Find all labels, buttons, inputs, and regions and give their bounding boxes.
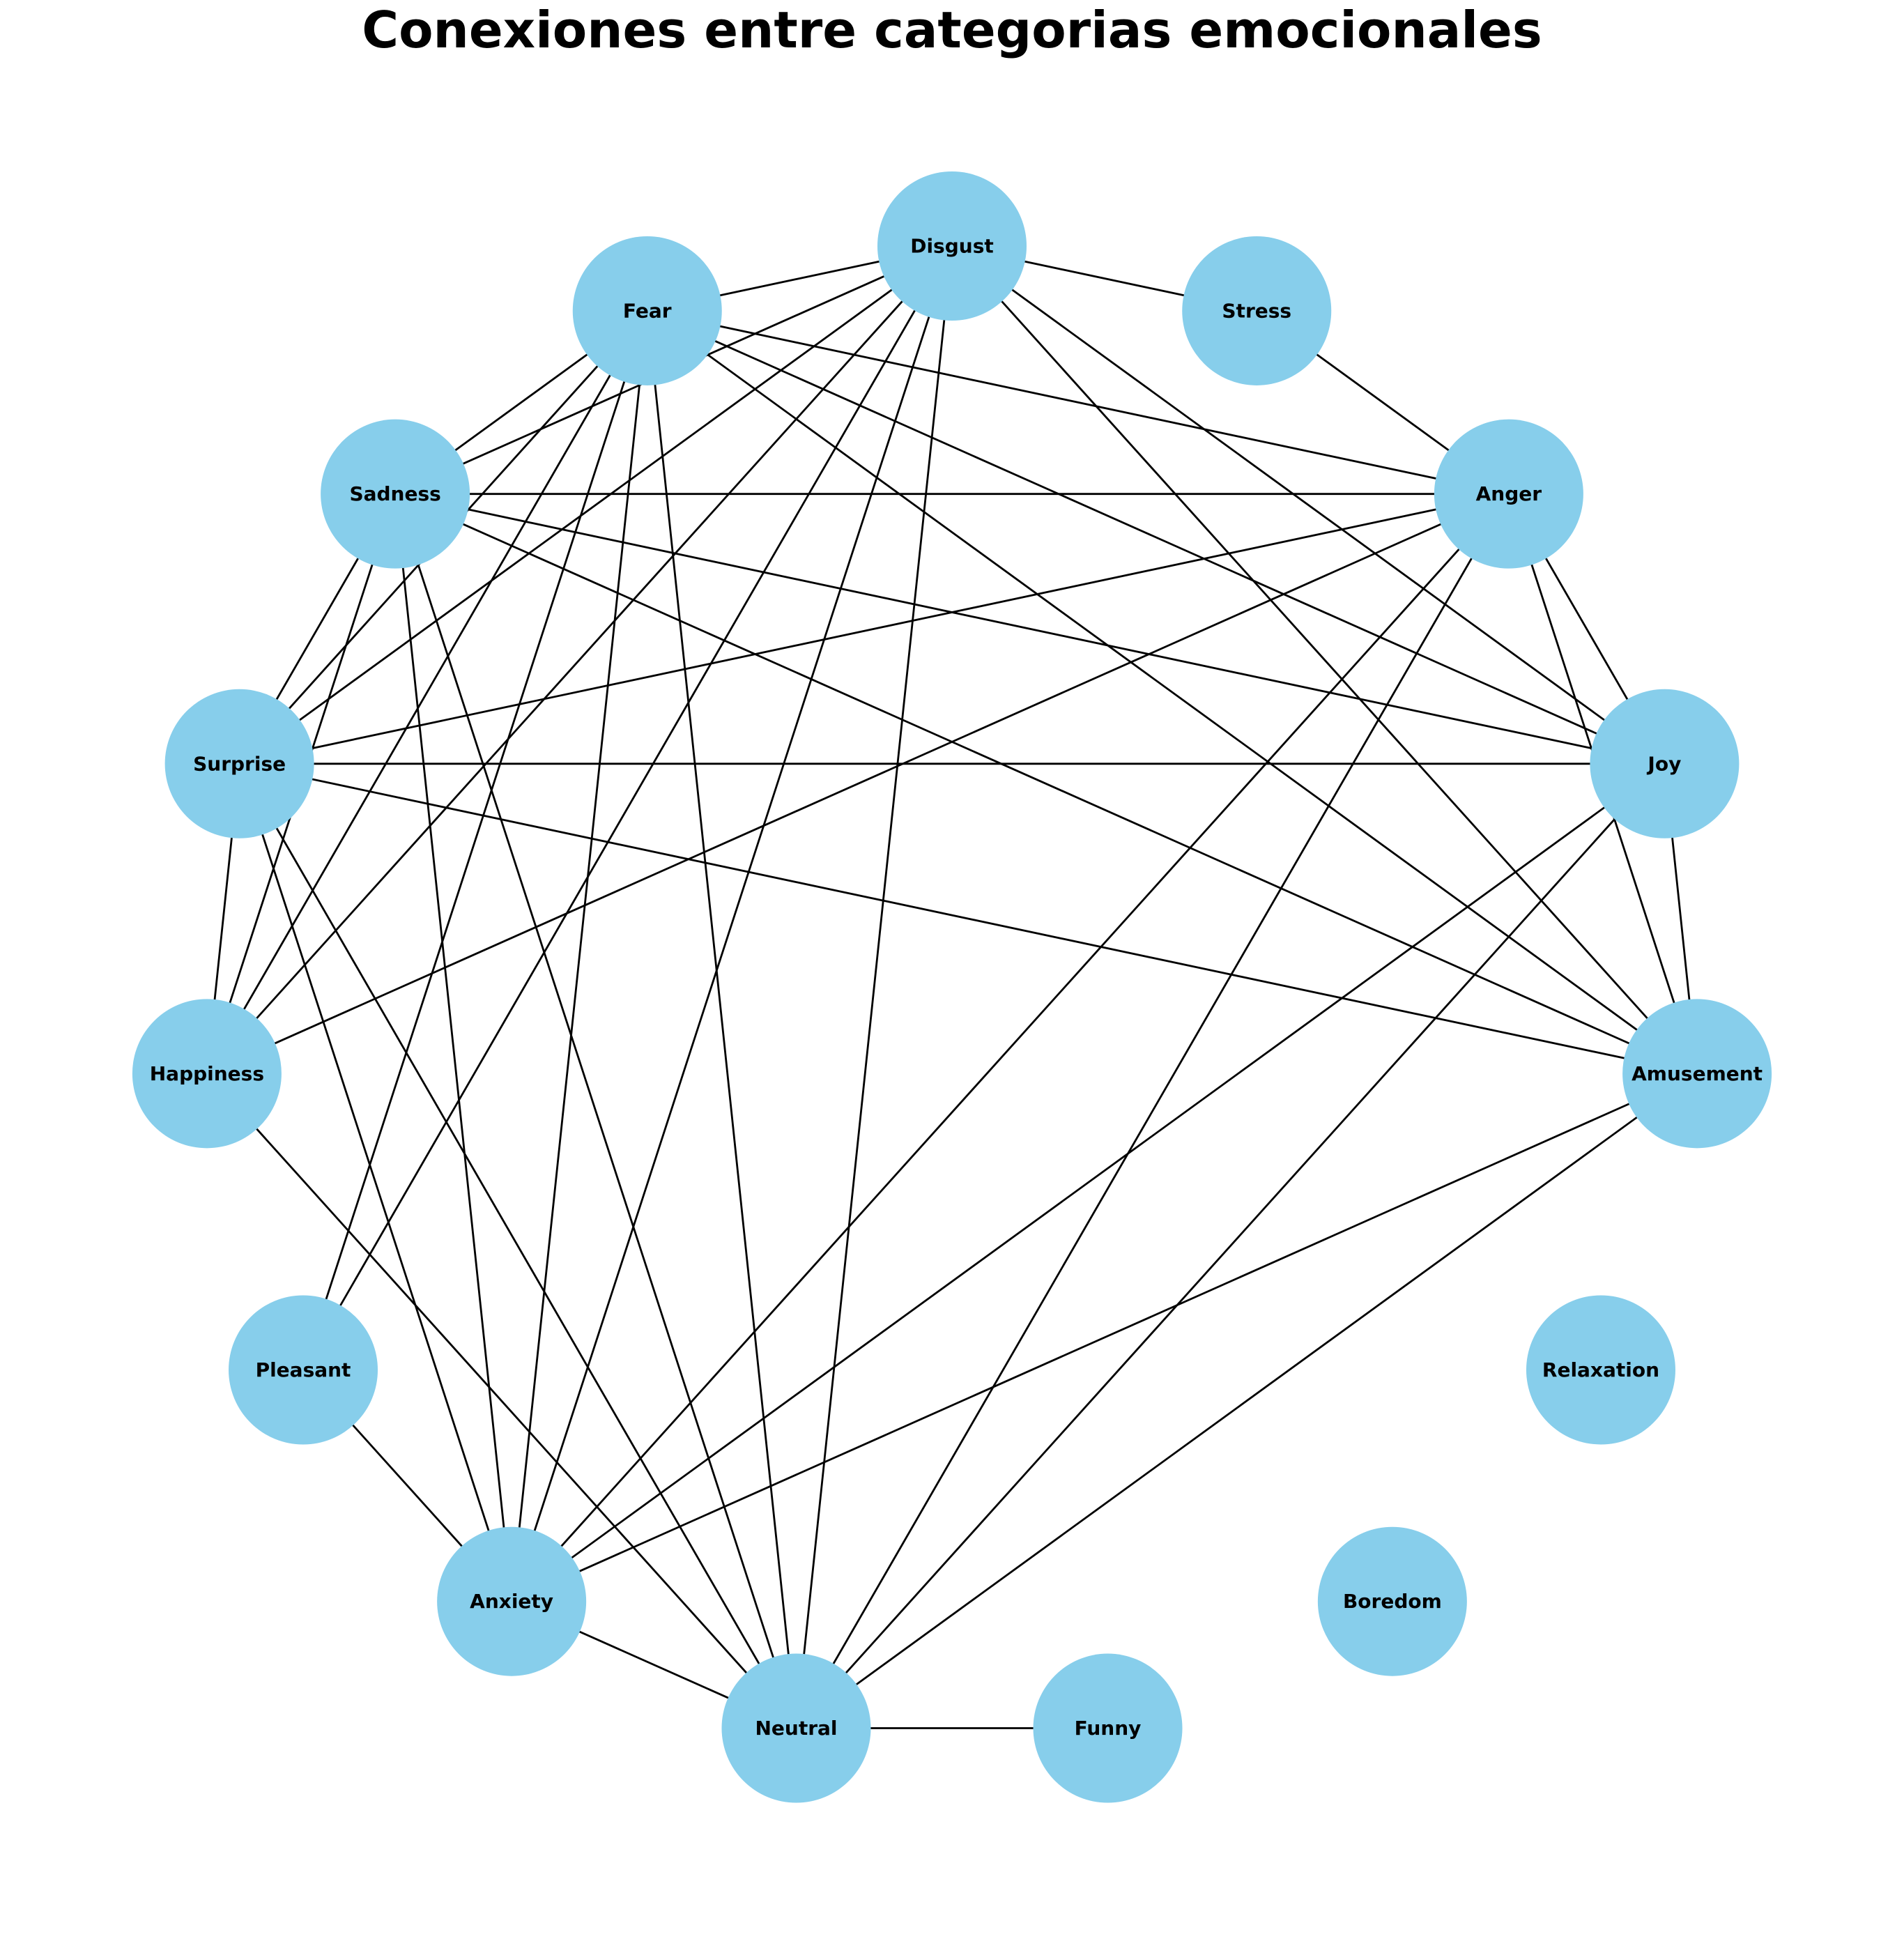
edge-sadness-anxiety (394, 493, 513, 1602)
edge-fear-anger (647, 309, 1510, 496)
node-circle (572, 236, 722, 385)
node-sadness: Sadness (321, 419, 470, 569)
node-circle (164, 689, 314, 838)
edge-disgust-neutral (795, 245, 953, 1729)
node-happiness: Happiness (132, 999, 282, 1149)
node-anger: Anger (1434, 419, 1583, 569)
node-surprise: Surprise (164, 689, 314, 838)
edge-fear-neutral (646, 310, 797, 1729)
node-funny: Funny (1033, 1653, 1183, 1803)
node-circle (1033, 1653, 1183, 1803)
diagram-title: Conexiones entre categorias emocionales (362, 1, 1542, 59)
edge-fear-anxiety (510, 310, 649, 1602)
edge-anger-happiness (206, 493, 1510, 1075)
node-label: Anger (1476, 482, 1542, 505)
node-circle (721, 1653, 871, 1803)
edge-neutral-surprise (238, 763, 797, 1729)
node-label: Fear (623, 299, 672, 322)
edge-fear-happiness (206, 310, 648, 1075)
node-label: Surprise (193, 752, 286, 775)
node-circle (1590, 689, 1740, 838)
edge-fear-joy (647, 309, 1665, 765)
node-circle (321, 419, 470, 569)
node-amusement: Amusement (1622, 999, 1772, 1149)
edge-disgust-anxiety (510, 245, 953, 1602)
edge-fear-amusement (646, 309, 1698, 1075)
node-circle (1526, 1295, 1675, 1445)
node-pleasant: Pleasant (229, 1295, 378, 1445)
node-label: Stress (1222, 299, 1291, 322)
node-fear: Fear (572, 236, 722, 385)
edge-joy-neutral (795, 762, 1666, 1729)
node-circle (229, 1295, 378, 1445)
edge-amusement-neutral (795, 1073, 1698, 1729)
node-label: Relaxation (1542, 1358, 1659, 1381)
node-label: Funny (1075, 1717, 1142, 1740)
node-circle (1622, 999, 1772, 1149)
node-circle (877, 171, 1027, 321)
node-label: Anxiety (470, 1590, 553, 1613)
edge-joy-anxiety (511, 762, 1666, 1602)
node-circle (1317, 1526, 1467, 1676)
node-label: Amusement (1632, 1062, 1763, 1085)
edge-disgust-surprise (238, 245, 953, 765)
edge-anger-anxiety (511, 493, 1510, 1602)
edge-sadness-joy (394, 493, 1665, 765)
node-anxiety: Anxiety (437, 1526, 587, 1676)
edge-anger-surprise (239, 493, 1510, 765)
node-circle (132, 999, 282, 1149)
node-stress: Stress (1182, 236, 1332, 385)
node-label: Sadness (349, 482, 440, 505)
edge-disgust-happiness (206, 245, 953, 1075)
edge-amusement-surprise (239, 762, 1698, 1075)
edge-fear-pleasant (302, 310, 649, 1370)
node-neutral: Neutral (721, 1653, 871, 1803)
edge-disgust-pleasant (302, 245, 953, 1371)
node-label: Boredom (1343, 1590, 1442, 1613)
node-disgust: Disgust (877, 171, 1027, 321)
nodes-layer: Sadness Fear DisgustStressAngerJoyAmusemen… (132, 171, 1772, 1803)
node-circle (1434, 419, 1583, 569)
edge-amusement-anxiety (511, 1073, 1698, 1602)
node-circle (437, 1526, 587, 1676)
node-label: Happiness (150, 1062, 264, 1085)
node-joy: Joy (1590, 689, 1740, 838)
edge-disgust-amusement (951, 245, 1698, 1075)
edge-disgust-joy (951, 245, 1666, 765)
edge-sadness-neutral (394, 493, 797, 1729)
edge-sadness-amusement (394, 493, 1698, 1075)
node-label: Disgust (910, 235, 994, 258)
edge-neutral-happiness (206, 1073, 797, 1729)
node-label: Neutral (755, 1717, 837, 1740)
edge-anger-neutral (795, 493, 1510, 1729)
node-relaxation: Relaxation (1526, 1295, 1675, 1445)
node-label: Pleasant (256, 1358, 351, 1381)
node-label: Joy (1646, 752, 1681, 775)
edge-anxiety-surprise (238, 763, 513, 1602)
node-boredom: Boredom (1317, 1526, 1467, 1676)
edges-layer (206, 245, 1698, 1729)
node-circle (1182, 236, 1332, 385)
